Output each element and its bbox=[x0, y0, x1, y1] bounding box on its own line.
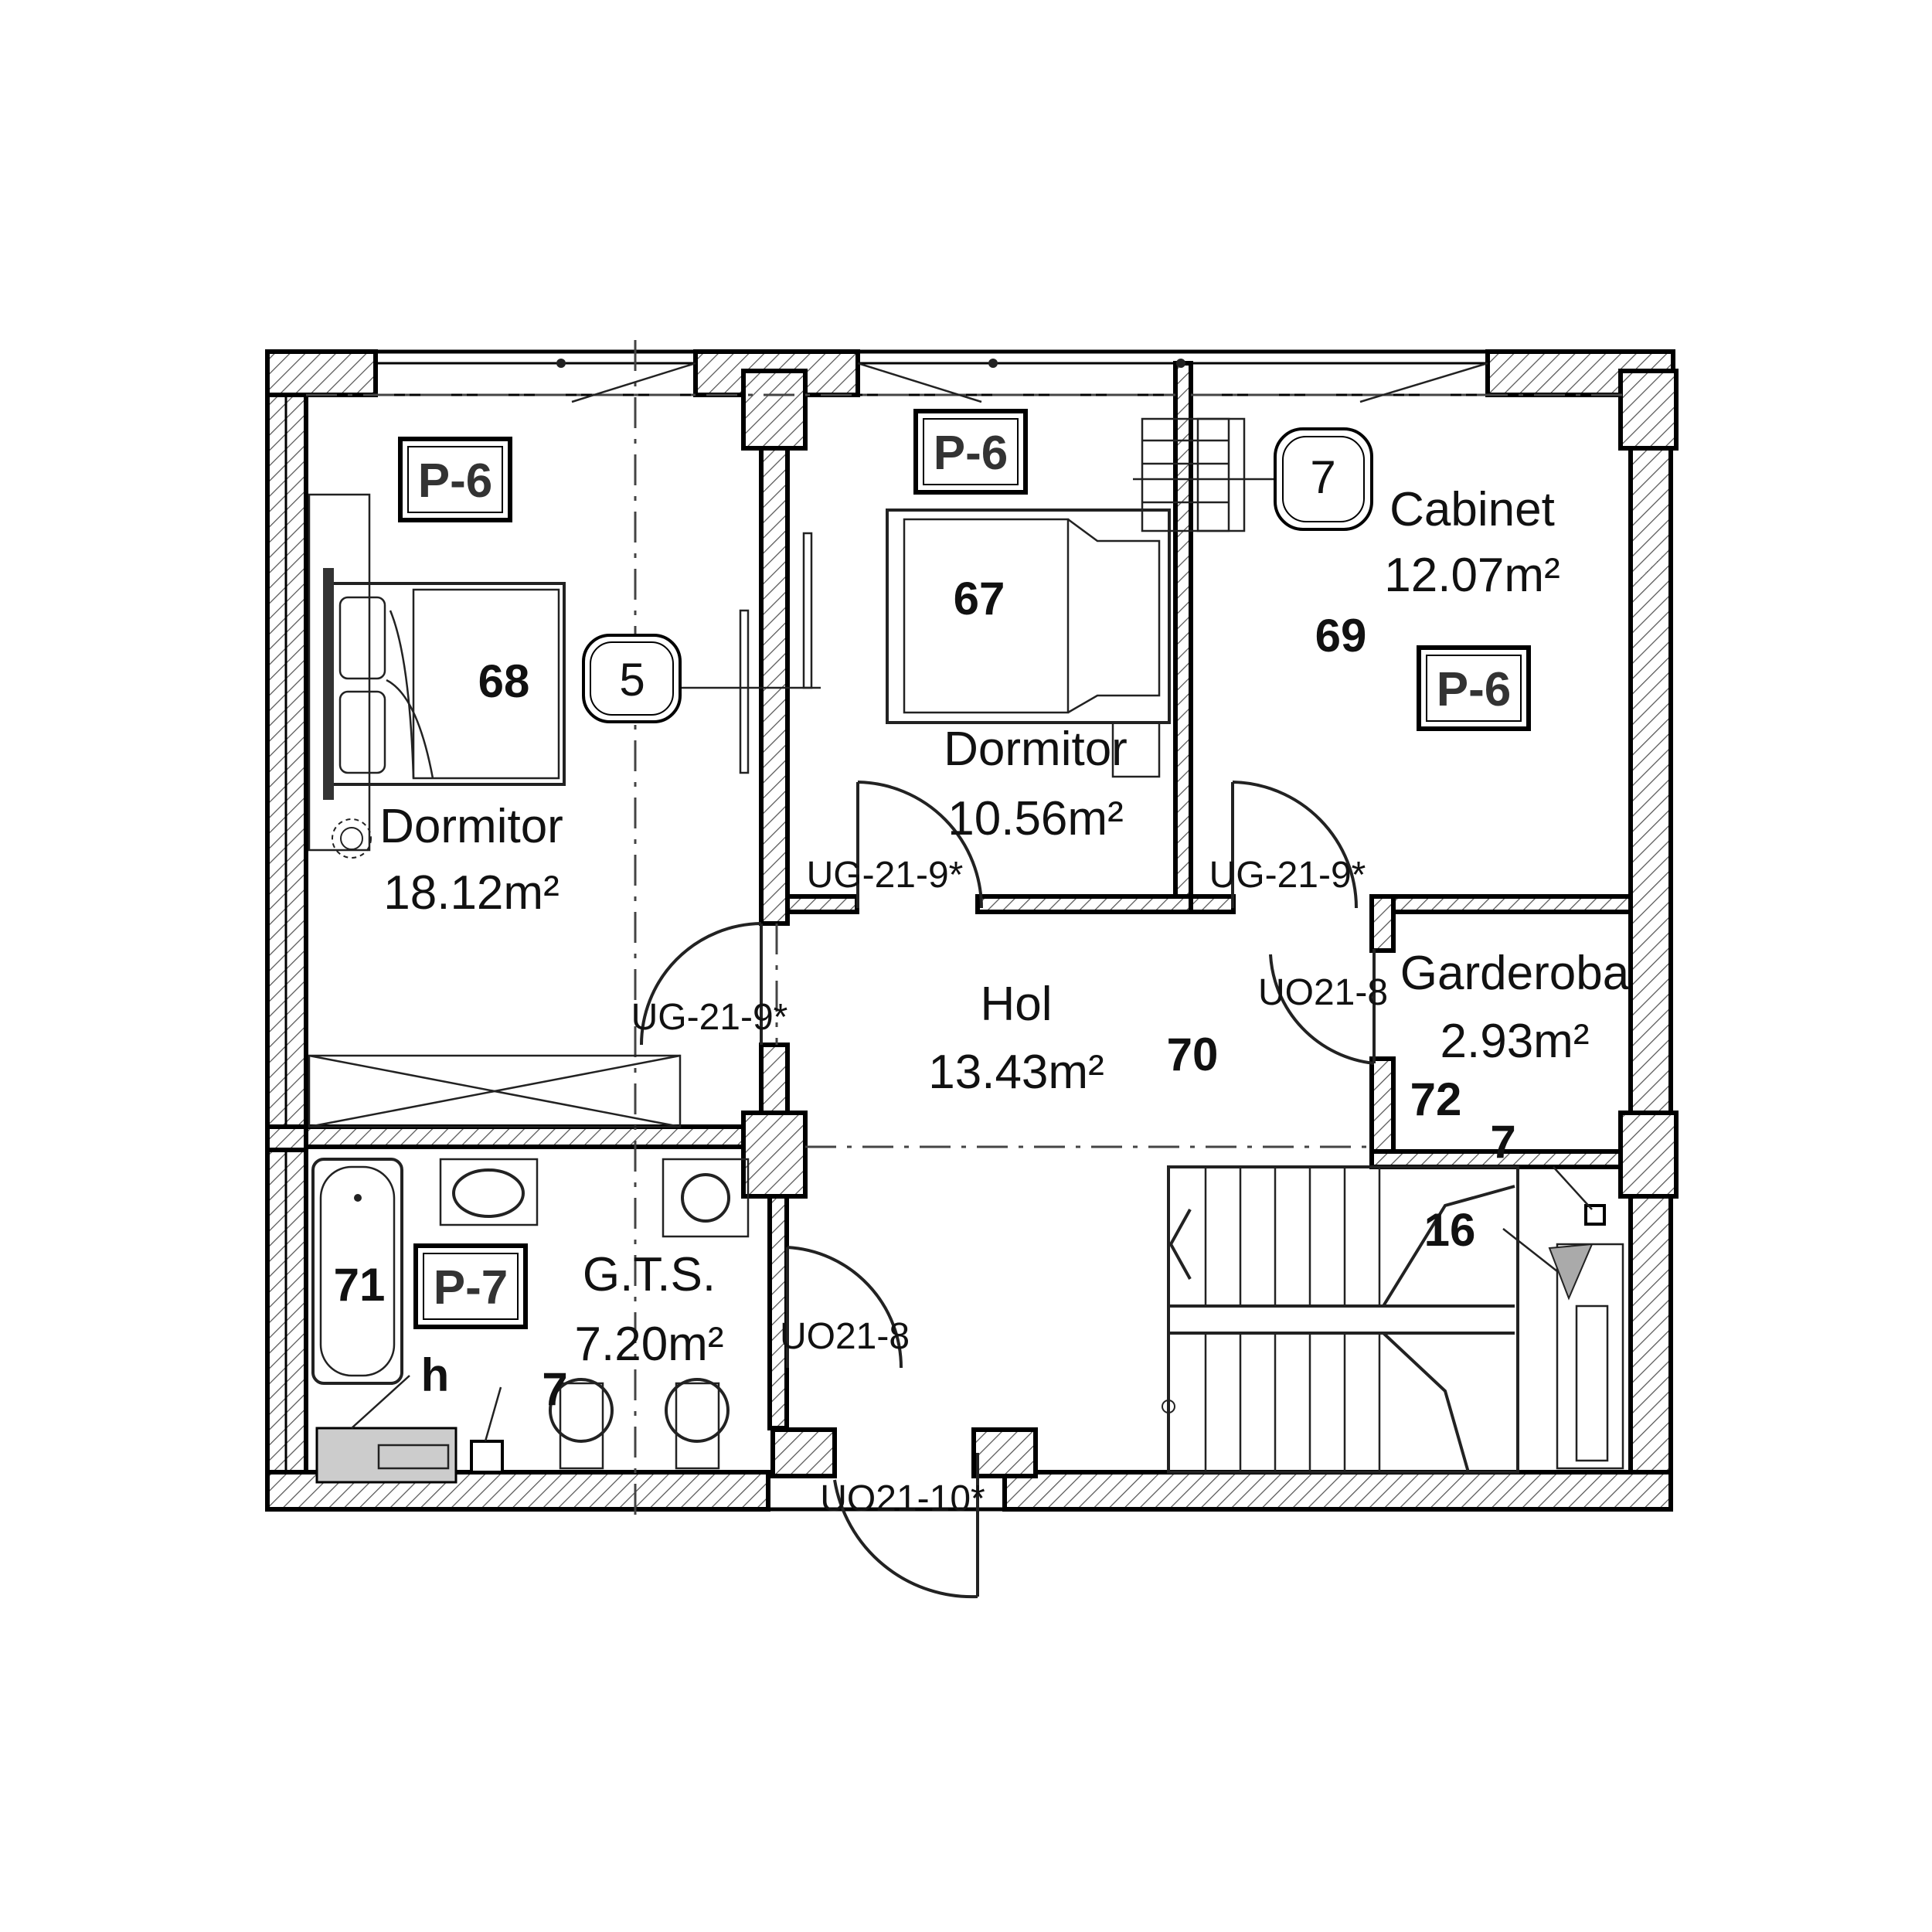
wardrobe-68 bbox=[308, 493, 371, 852]
room-72-area: 2.93m² bbox=[1440, 1015, 1590, 1068]
room-72: Garderoba 2.93m² 72 bbox=[1400, 947, 1630, 1125]
floor-tag-69: P-6 bbox=[1417, 645, 1531, 731]
callout-7: 7 bbox=[1274, 427, 1373, 531]
room-67-number: 67 bbox=[954, 573, 1005, 624]
bathtub bbox=[311, 1158, 403, 1385]
washing-machine bbox=[662, 1158, 750, 1238]
label-h: h bbox=[421, 1349, 450, 1401]
floor-tag-67-label: P-6 bbox=[934, 427, 1008, 480]
callout-5-label: 5 bbox=[619, 654, 645, 706]
bed-double bbox=[323, 568, 566, 800]
door-tags: UG-21-9* UG-21-9* UG-21-9* UO21-8 UO21-8… bbox=[631, 855, 1388, 1519]
callout-5: 5 bbox=[582, 634, 682, 723]
door-tag-69: UG-21-9* bbox=[1209, 855, 1366, 896]
room-71-number: 71 bbox=[334, 1259, 386, 1311]
leader-lines bbox=[351, 478, 1593, 1442]
plant-icon bbox=[332, 818, 372, 859]
boiler bbox=[1548, 1204, 1624, 1470]
room-70: Hol 13.43m² 70 bbox=[928, 978, 1218, 1099]
doors bbox=[640, 781, 1376, 1599]
room-72-name: Garderoba bbox=[1400, 947, 1630, 1000]
room-67-name: Dormitor bbox=[944, 723, 1128, 776]
bidet bbox=[665, 1378, 730, 1470]
room-69-number: 69 bbox=[1315, 610, 1367, 662]
columns bbox=[741, 369, 1679, 1478]
reference-lines bbox=[306, 340, 1631, 1515]
bed-single bbox=[886, 509, 1171, 778]
floor-tag-71: P-7 bbox=[413, 1243, 528, 1329]
tv-panel-2 bbox=[802, 532, 813, 689]
room-70-area: 13.43m² bbox=[928, 1046, 1104, 1099]
door-tag-68: UG-21-9* bbox=[631, 997, 788, 1038]
wardrobe-shelf-cross-b bbox=[308, 1054, 681, 1128]
room-71: G.T.S. 7.20m² 71 bbox=[334, 1248, 724, 1371]
room-69-name: Cabinet bbox=[1389, 483, 1555, 536]
floor-tag-68-label: P-6 bbox=[418, 454, 492, 508]
wardrobe-shelf bbox=[308, 1054, 682, 1128]
door-tag-entry: UO21-10* bbox=[820, 1478, 985, 1519]
room-68-number: 68 bbox=[478, 655, 530, 707]
room-67-area: 10.56m² bbox=[947, 792, 1123, 845]
door-tag-72: UO21-8 bbox=[1258, 972, 1388, 1013]
room-69: Cabinet 12.07m² 69 bbox=[1315, 483, 1560, 662]
door-tag-67: UG-21-9* bbox=[807, 855, 964, 896]
staircase bbox=[1162, 1165, 1519, 1474]
floor-tag-69-label: P-6 bbox=[1437, 663, 1511, 716]
label-seven-a: 7 bbox=[1490, 1116, 1515, 1168]
label-seven-b: 7 bbox=[542, 1363, 567, 1415]
room-67: Dormitor 10.56m² 67 bbox=[944, 573, 1128, 845]
windows bbox=[556, 359, 1488, 403]
room-71-name: G.T.S. bbox=[583, 1248, 716, 1301]
room-68: Dormitor 18.12m² 68 bbox=[379, 655, 563, 920]
tv-panel bbox=[739, 609, 750, 774]
interior-walls bbox=[265, 361, 1633, 1472]
room-70-number: 70 bbox=[1167, 1029, 1219, 1080]
room-68-name: Dormitor bbox=[379, 800, 563, 853]
floor-tag-68: P-6 bbox=[398, 437, 512, 522]
door-tag-71: UO21-8 bbox=[780, 1316, 910, 1357]
desk-chair bbox=[1141, 417, 1246, 532]
callout-7-label: 7 bbox=[1310, 451, 1335, 503]
floor-tag-71-label: P-7 bbox=[434, 1261, 508, 1315]
label-sixteen: 16 bbox=[1424, 1204, 1476, 1256]
shaft bbox=[315, 1427, 504, 1484]
room-71-area: 7.20m² bbox=[575, 1318, 724, 1371]
sink bbox=[439, 1158, 539, 1226]
floor-tag-67: P-6 bbox=[913, 409, 1028, 495]
room-70-name: Hol bbox=[980, 978, 1052, 1031]
room-72-number: 72 bbox=[1410, 1073, 1462, 1125]
room-68-area: 18.12m² bbox=[383, 866, 559, 920]
toilet bbox=[549, 1378, 614, 1470]
room-69-area: 12.07m² bbox=[1384, 549, 1560, 602]
